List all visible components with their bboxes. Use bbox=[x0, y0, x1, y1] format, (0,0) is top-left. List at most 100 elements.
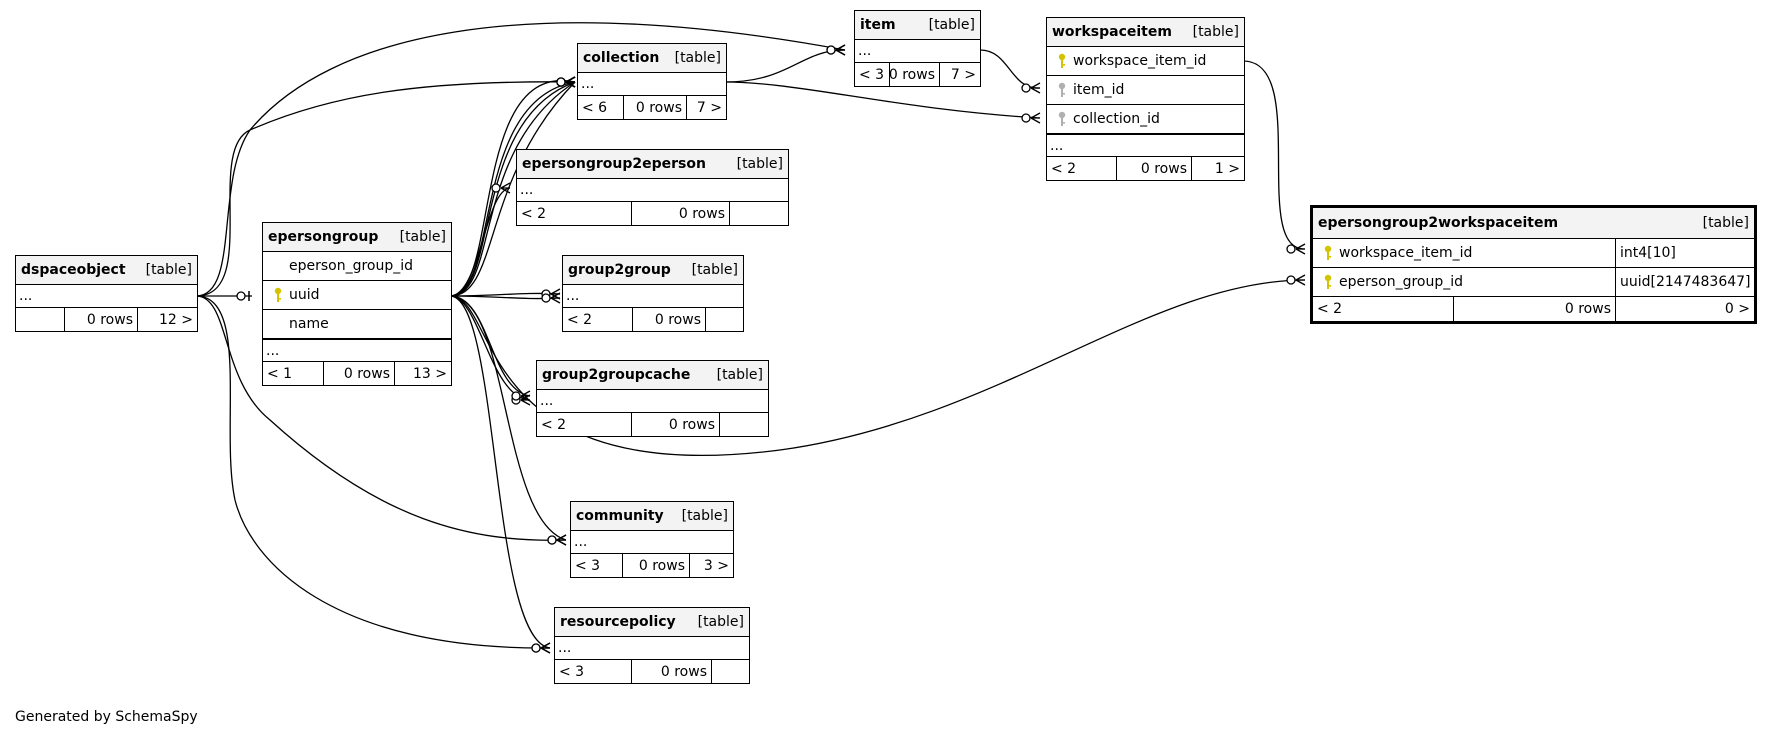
more-columns-row: ... bbox=[263, 338, 451, 361]
parents-count[interactable]: < 2 bbox=[541, 416, 567, 433]
table-footer: 0 rows 12 > bbox=[16, 307, 197, 331]
primary-key-icon bbox=[1053, 52, 1071, 70]
column-row[interactable]: collection_id bbox=[1047, 104, 1244, 133]
table-footer: < 3 0 rows 7 > bbox=[855, 62, 980, 86]
table-header: item [table] bbox=[855, 11, 980, 39]
column-name: collection_id bbox=[1073, 111, 1160, 127]
table-type: [table] bbox=[145, 262, 192, 278]
children-count[interactable]: 3 > bbox=[689, 554, 733, 577]
row-count: 0 rows bbox=[64, 308, 137, 331]
children-count[interactable]: 7 > bbox=[939, 63, 980, 86]
parents-count[interactable]: < 3 bbox=[575, 557, 601, 574]
more-columns-row: ... bbox=[855, 39, 980, 62]
children-count[interactable]: 0 > bbox=[1615, 297, 1754, 321]
column-name: item_id bbox=[1073, 82, 1125, 98]
column-name: eperson_group_id bbox=[1339, 274, 1464, 290]
column-row[interactable]: item_id bbox=[1047, 75, 1244, 104]
parents-count[interactable]: < 2 bbox=[521, 205, 547, 222]
table-footer: < 2 0 rows bbox=[517, 201, 788, 225]
table-header: workspaceitem [table] bbox=[1047, 18, 1244, 46]
column-row[interactable]: eperson_group_id uuid[2147483647] bbox=[1313, 267, 1754, 296]
column-row[interactable]: workspace_item_id bbox=[1047, 46, 1244, 75]
relationship-edge bbox=[449, 76, 576, 297]
children-count[interactable]: 13 > bbox=[394, 362, 451, 385]
more-columns-row: ... bbox=[578, 72, 726, 95]
table-name: epersongroup2workspaceitem bbox=[1318, 215, 1559, 231]
parents-count[interactable]: < 2 bbox=[1317, 301, 1343, 317]
table-footer: < 2 0 rows 0 > bbox=[1313, 296, 1754, 321]
table-group2group[interactable]: group2group [table] ... < 2 0 rows bbox=[562, 255, 744, 332]
children-count[interactable]: 12 > bbox=[137, 308, 197, 331]
table-type: [table] bbox=[399, 229, 446, 245]
relationship-edge bbox=[449, 295, 567, 546]
parents-count[interactable]: < 3 bbox=[859, 66, 885, 83]
children-count[interactable] bbox=[705, 308, 743, 331]
relationship-edge bbox=[449, 182, 511, 297]
primary-key-icon bbox=[269, 286, 287, 304]
table-group2groupcache[interactable]: group2groupcache [table] ... < 2 0 rows bbox=[536, 360, 769, 437]
table-name: item bbox=[860, 17, 896, 33]
generated-by-credit: Generated by SchemaSpy bbox=[15, 709, 198, 725]
table-footer: < 2 0 rows 1 > bbox=[1047, 156, 1244, 180]
table-name: resourcepolicy bbox=[560, 614, 676, 630]
column-row[interactable]: name bbox=[263, 309, 451, 338]
table-community[interactable]: community [table] ... < 3 0 rows 3 > bbox=[570, 501, 734, 578]
relationship-edge bbox=[449, 292, 561, 304]
table-header: epersongroup [table] bbox=[263, 223, 451, 251]
table-resourcepolicy[interactable]: resourcepolicy [table] ... < 3 0 rows bbox=[554, 607, 750, 684]
row-count: 0 rows bbox=[631, 202, 729, 225]
blank-key-slot bbox=[269, 315, 287, 333]
table-name: epersongroup bbox=[268, 229, 379, 245]
table-name: epersongroup2eperson bbox=[522, 156, 706, 172]
parents-count[interactable]: < 1 bbox=[267, 365, 293, 382]
column-type: uuid[2147483647] bbox=[1615, 268, 1751, 296]
column-row[interactable]: uuid bbox=[263, 280, 451, 309]
table-type: [table] bbox=[697, 614, 744, 630]
table-footer: < 1 0 rows 13 > bbox=[263, 361, 451, 385]
parents-count[interactable]: < 2 bbox=[1051, 160, 1077, 177]
table-type: [table] bbox=[691, 262, 738, 278]
table-footer: < 3 0 rows bbox=[555, 659, 749, 683]
children-count[interactable] bbox=[719, 413, 768, 436]
relationship-edge bbox=[449, 274, 1306, 457]
children-count[interactable] bbox=[729, 202, 788, 225]
table-item[interactable]: item [table] ... < 3 0 rows 7 > bbox=[854, 10, 981, 87]
column-row[interactable]: workspace_item_id int4[10] bbox=[1313, 238, 1754, 267]
foreign-key-icon bbox=[1053, 81, 1071, 99]
column-row[interactable]: eperson_group_id bbox=[263, 251, 451, 280]
table-footer: < 2 0 rows bbox=[537, 412, 768, 436]
row-count: 0 rows bbox=[631, 413, 719, 436]
table-footer: < 3 0 rows 3 > bbox=[571, 553, 733, 577]
relationship-edge bbox=[724, 44, 846, 83]
children-count[interactable]: 1 > bbox=[1191, 157, 1244, 180]
table-name: workspaceitem bbox=[1052, 24, 1172, 40]
parents-count[interactable] bbox=[16, 308, 64, 331]
relationship-edge bbox=[979, 49, 1041, 94]
table-epersongroup2workspaceitem[interactable]: epersongroup2workspaceitem [table] works… bbox=[1310, 205, 1757, 324]
foreign-key-icon bbox=[1053, 110, 1071, 128]
table-type: [table] bbox=[1192, 24, 1239, 40]
table-epersongroup[interactable]: epersongroup [table] eperson_group_id uu… bbox=[262, 222, 452, 386]
table-header: community [table] bbox=[571, 502, 733, 530]
table-header: dspaceobject [table] bbox=[16, 256, 197, 284]
row-count: 0 rows bbox=[1453, 297, 1615, 321]
more-columns-row: ... bbox=[563, 284, 743, 307]
table-dspaceobject[interactable]: dspaceobject [table] ... 0 rows 12 > bbox=[15, 255, 198, 332]
row-count: 0 rows bbox=[631, 660, 711, 683]
table-name: collection bbox=[583, 50, 660, 66]
table-header: resourcepolicy [table] bbox=[555, 608, 749, 636]
parents-count[interactable]: < 6 bbox=[582, 99, 608, 116]
relationship-edge bbox=[724, 81, 1041, 124]
table-workspaceitem[interactable]: workspaceitem [table] workspace_item_id … bbox=[1046, 17, 1245, 181]
table-epersongroup2eperson[interactable]: epersongroup2eperson [table] ... < 2 0 r… bbox=[516, 149, 789, 226]
children-count[interactable] bbox=[711, 660, 749, 683]
parents-count[interactable]: < 3 bbox=[559, 663, 585, 680]
table-footer: < 2 0 rows bbox=[563, 307, 743, 331]
column-name: workspace_item_id bbox=[1339, 245, 1473, 261]
row-count: 0 rows bbox=[1116, 157, 1191, 180]
children-count[interactable]: 7 > bbox=[686, 96, 726, 119]
table-type: [table] bbox=[674, 50, 721, 66]
table-collection[interactable]: collection [table] ... < 6 0 rows 7 > bbox=[577, 43, 727, 120]
row-count: 0 rows bbox=[632, 308, 705, 331]
parents-count[interactable]: < 2 bbox=[567, 311, 593, 328]
